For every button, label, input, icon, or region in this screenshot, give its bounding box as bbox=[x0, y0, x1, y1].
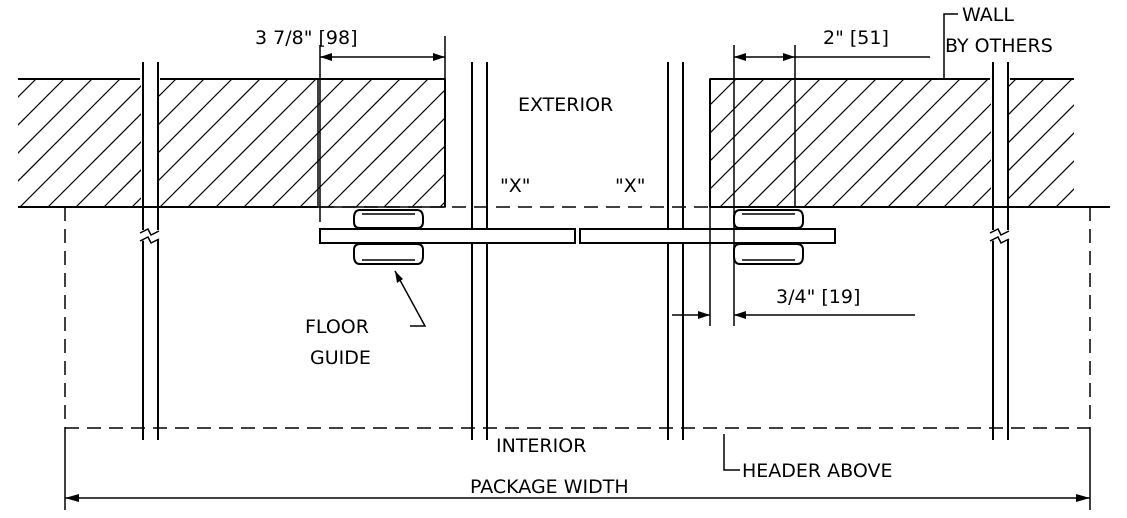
frame-posts bbox=[142, 62, 1009, 440]
hatch-line bbox=[0, 79, 8, 207]
hatch-line bbox=[19, 79, 149, 207]
x-label-right: "X" bbox=[615, 175, 646, 197]
hatch-line bbox=[18, 79, 65, 207]
hatch-line bbox=[1055, 79, 1074, 207]
floor-guide-right bbox=[733, 209, 804, 265]
hatch-line bbox=[103, 79, 233, 207]
hatch-line bbox=[215, 79, 345, 207]
hatch-line bbox=[159, 79, 289, 207]
header-above-outline bbox=[64, 207, 1091, 429]
hatch-line bbox=[747, 79, 877, 207]
dim-right-label: 2" [51] bbox=[823, 27, 889, 49]
hatch-line bbox=[691, 79, 821, 207]
wall-label-line1: WALL bbox=[962, 4, 1014, 26]
post-far-right bbox=[992, 62, 1009, 440]
wall-label-line2: BY OTHERS bbox=[945, 35, 1053, 57]
floor-guide-left bbox=[353, 209, 424, 265]
hatch-line bbox=[327, 79, 457, 207]
hatch-line bbox=[831, 79, 961, 207]
door-panels bbox=[319, 228, 836, 244]
hatch-line bbox=[803, 79, 933, 207]
post-left-center bbox=[471, 62, 488, 440]
leaders bbox=[394, 13, 958, 471]
post-far-left bbox=[142, 62, 159, 440]
floor-guide-label-line1: FLOOR bbox=[305, 316, 369, 338]
hatch-line bbox=[18, 79, 93, 207]
hatch-line bbox=[1112, 79, 1127, 207]
x-label-left: "X" bbox=[500, 175, 531, 197]
hatch-line bbox=[18, 79, 121, 207]
hatch-line bbox=[18, 79, 37, 207]
hatch-line bbox=[775, 79, 905, 207]
package-width-label: PACKAGE WIDTH bbox=[470, 476, 629, 498]
dimension-gap bbox=[672, 207, 915, 326]
dimension-left bbox=[319, 36, 446, 222]
post-right-center bbox=[667, 62, 684, 440]
right-panel bbox=[579, 228, 836, 244]
hatch-line bbox=[859, 79, 989, 207]
interior-label: INTERIOR bbox=[496, 435, 586, 457]
hatch-line bbox=[915, 79, 1045, 207]
hatch-line bbox=[243, 79, 373, 207]
hatch-line bbox=[1084, 79, 1127, 207]
hatch-line bbox=[187, 79, 317, 207]
hatch-line bbox=[75, 79, 205, 207]
hatch-line bbox=[1027, 79, 1074, 207]
hatch-line bbox=[999, 79, 1074, 207]
exterior-label: EXTERIOR bbox=[518, 94, 613, 116]
hatch-line bbox=[271, 79, 401, 207]
hatch-line bbox=[719, 79, 849, 207]
hatch-line bbox=[299, 79, 429, 207]
header-above-label: HEADER ABOVE bbox=[742, 460, 893, 482]
dim-gap-label: 3/4" [19] bbox=[776, 286, 860, 308]
dim-left-label: 3 7/8" [98] bbox=[255, 27, 358, 49]
package-width-dimension bbox=[64, 428, 1091, 510]
floor-guide-label-line2: GUIDE bbox=[310, 347, 371, 369]
left-panel bbox=[319, 228, 576, 244]
dimension-right bbox=[733, 45, 930, 326]
